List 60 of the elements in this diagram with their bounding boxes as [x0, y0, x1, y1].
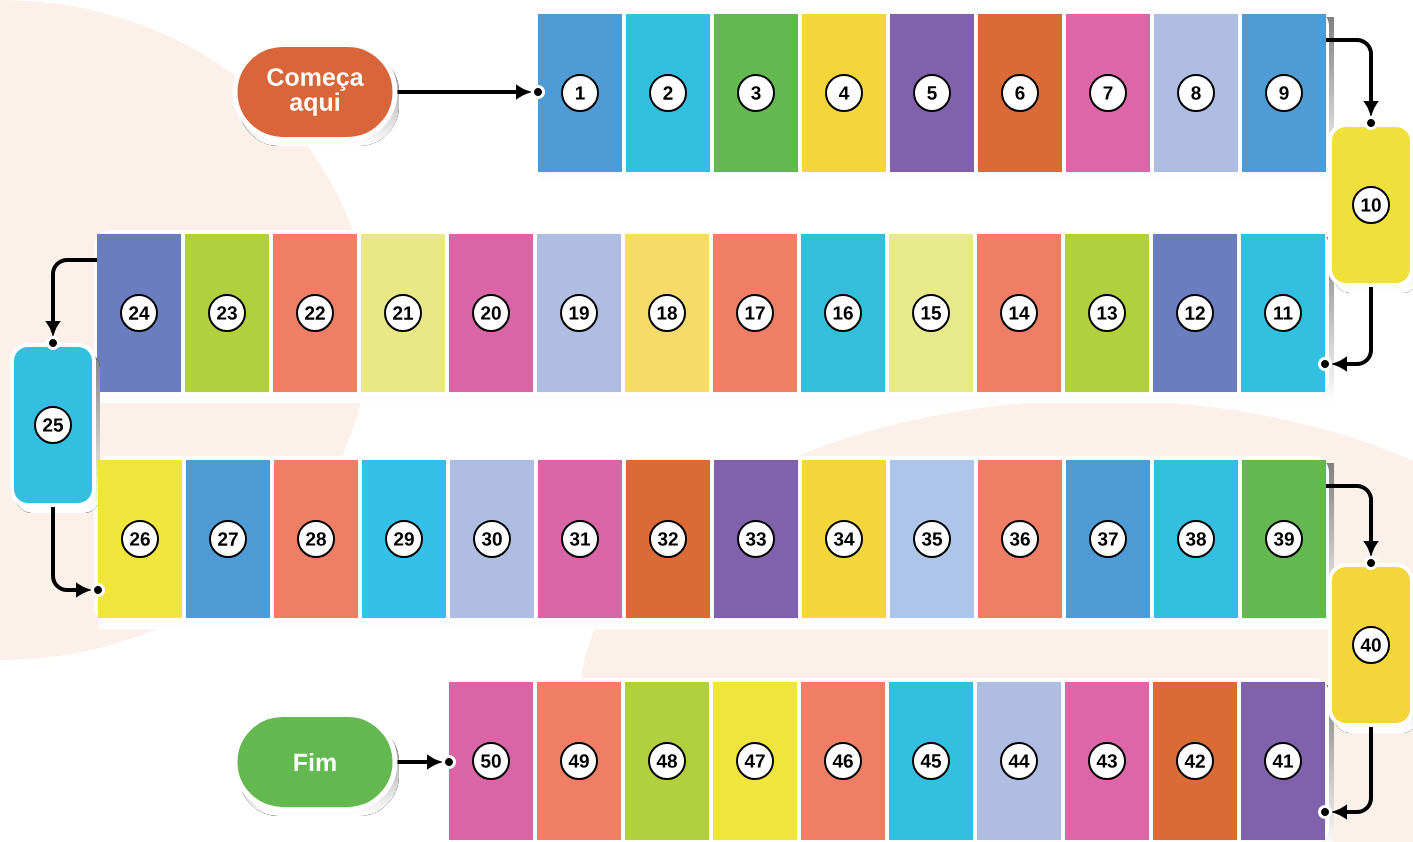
arrow [46, 258, 97, 350]
board-square: 2 [625, 13, 711, 173]
board-square: 30 [449, 459, 535, 619]
board-square: 26 [97, 459, 183, 619]
board-square: 41 [1240, 681, 1326, 841]
board-square: 27 [185, 459, 271, 619]
board-square: 19 [536, 233, 622, 393]
board-square: 16 [800, 233, 886, 393]
start-end-button: Começa aqui [232, 42, 399, 146]
board-square: 36 [977, 459, 1063, 619]
board-square: 18 [624, 233, 710, 393]
board-square: 29 [361, 459, 447, 619]
board-square: 22 [272, 233, 358, 393]
board-square: 33 [713, 459, 799, 619]
board-square: 1 [537, 13, 623, 173]
board-square: 9 [1241, 13, 1327, 173]
board-square: 47 [712, 681, 798, 841]
start-end-button: Fim [232, 712, 399, 816]
board-square: 12 [1152, 233, 1238, 393]
board-square: 6 [977, 13, 1063, 173]
board-square: 17 [712, 233, 798, 393]
board-square: 40 [1328, 563, 1413, 733]
arrow [1318, 287, 1373, 371]
board-square: 45 [888, 681, 974, 841]
board-square: 3 [713, 13, 799, 173]
board-square: 46 [800, 681, 886, 841]
board-square: 35 [889, 459, 975, 619]
board-square: 34 [801, 459, 887, 619]
board-square: 24 [96, 233, 182, 393]
board-square: 44 [976, 681, 1062, 841]
board-square: 50 [448, 681, 534, 841]
board-square: 28 [273, 459, 359, 619]
board-square: 21 [360, 233, 446, 393]
board-square: 8 [1153, 13, 1239, 173]
board-square: 20 [448, 233, 534, 393]
board-square: 5 [889, 13, 975, 173]
arrow [51, 507, 105, 597]
board-square: 38 [1153, 459, 1239, 619]
board-square: 10 [1328, 123, 1413, 293]
arrow [1326, 484, 1378, 570]
board-square: 49 [536, 681, 622, 841]
arrow [397, 755, 456, 769]
board-square: 25 [10, 343, 100, 513]
board-square: 14 [976, 233, 1062, 393]
board-square: 37 [1065, 459, 1151, 619]
board-square: 23 [184, 233, 270, 393]
board-square: 13 [1064, 233, 1150, 393]
arrow [397, 85, 545, 99]
board-square: 7 [1065, 13, 1151, 173]
board-square: 42 [1152, 681, 1238, 841]
board-square: 31 [537, 459, 623, 619]
board-square: 4 [801, 13, 887, 173]
arrow [1326, 38, 1378, 130]
board-square: 43 [1064, 681, 1150, 841]
board-square: 48 [624, 681, 710, 841]
board-square: 32 [625, 459, 711, 619]
arrow [1318, 727, 1373, 819]
board-square: 11 [1240, 233, 1326, 393]
board-square: 39 [1241, 459, 1327, 619]
board-square: 15 [888, 233, 974, 393]
